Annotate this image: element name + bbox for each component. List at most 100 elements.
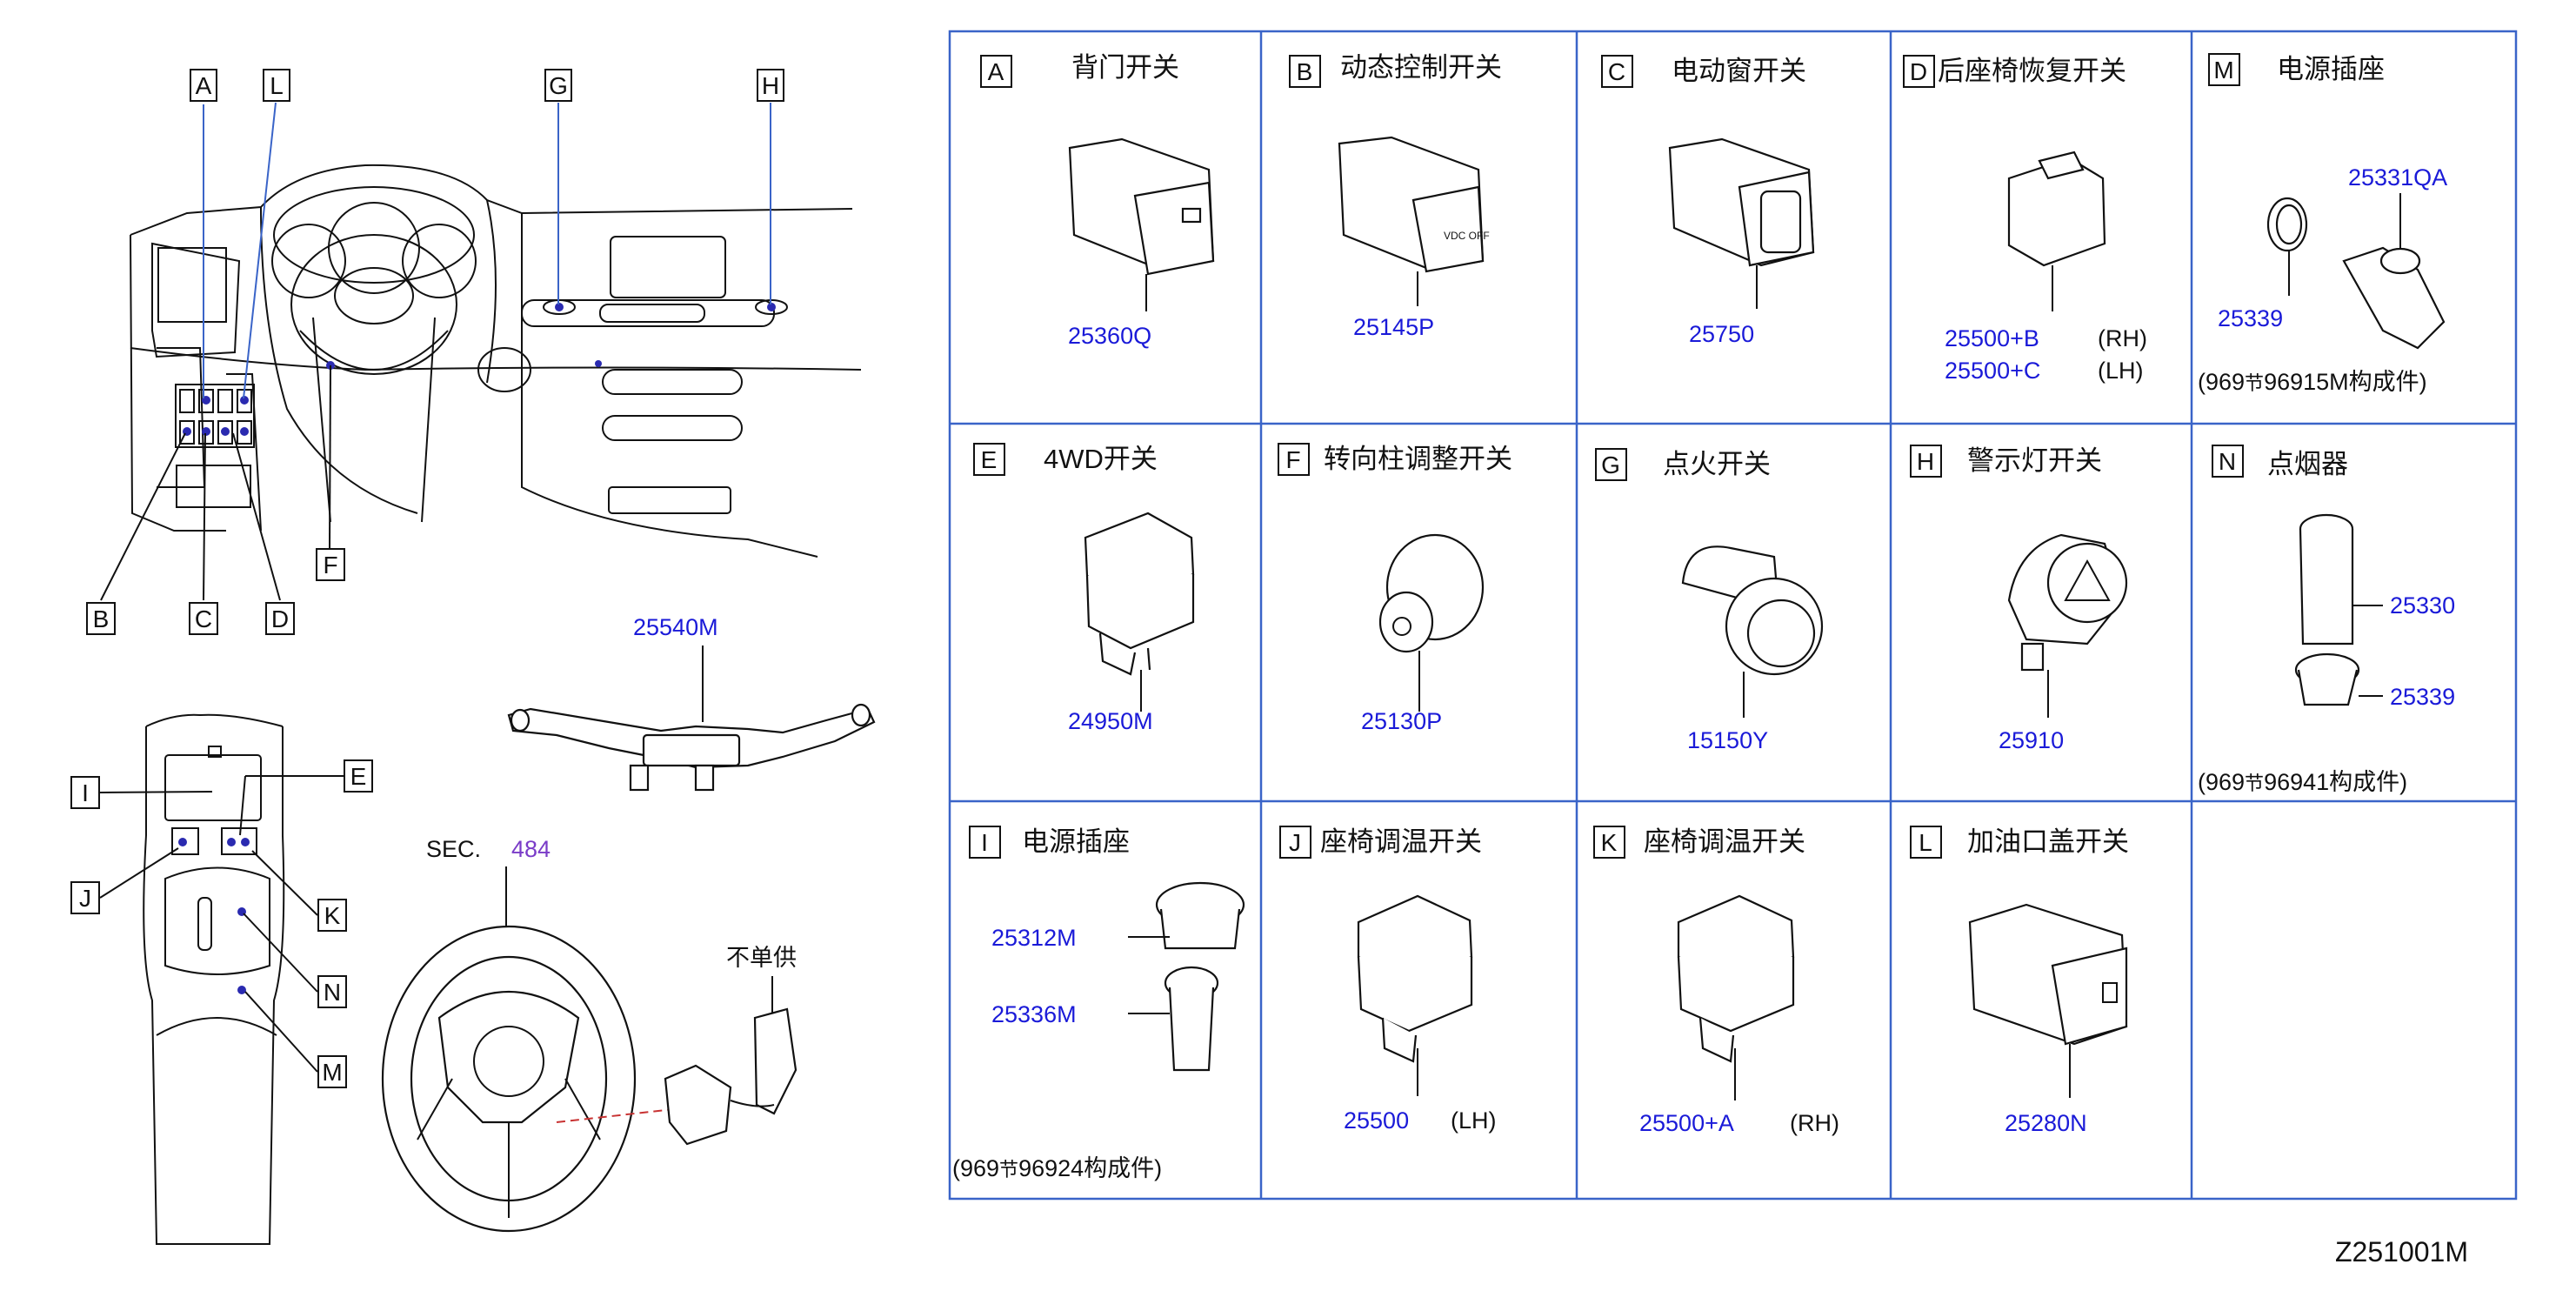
- side-LH: (LH): [2098, 358, 2144, 384]
- diagram-code: Z251001M: [2335, 1236, 2468, 1268]
- cell-letter-C: C: [1608, 58, 1625, 85]
- callout-B: B: [93, 605, 110, 632]
- callout-M: M: [322, 1059, 342, 1086]
- callout-H: H: [762, 72, 779, 99]
- cell-title-J: 座椅调温开关: [1320, 826, 1482, 857]
- cell-J: J 座椅调温开关 25500 (LH): [1279, 826, 1497, 1134]
- cell-letter-E: E: [981, 446, 998, 473]
- power-outlet-i-drawing: [1155, 881, 1245, 1072]
- sec-number: 484: [511, 836, 551, 862]
- steering-column-adjust-switch-drawing: [1378, 533, 1485, 653]
- cell-note-N: (969节96941构成件): [2198, 769, 2407, 795]
- part-number-25500-C: 25500+C: [1945, 358, 2040, 384]
- side-LH-J: (LH): [1451, 1107, 1497, 1134]
- callout-G: G: [549, 72, 568, 99]
- cell-title-M: 电源插座: [2277, 54, 2385, 84]
- part-number-25312M: 25312M: [991, 925, 1077, 951]
- part-number-25280N: 25280N: [2005, 1110, 2087, 1136]
- cell-title-D: 后座椅恢复开关: [1938, 56, 2126, 86]
- overview-callout-boxes: A L G H B C D F: [86, 69, 784, 635]
- part-number-25910: 25910: [1999, 727, 2064, 753]
- part-number-25339-M: 25339: [2218, 305, 2283, 331]
- callout-K: K: [324, 902, 341, 929]
- cell-title-F: 转向柱调整开关: [1324, 444, 1512, 474]
- cell-note-I: (969节96924构成件): [952, 1155, 1162, 1181]
- callout-A: A: [196, 72, 212, 99]
- hazard-switch-drawing: [2007, 533, 2128, 672]
- part-number-25336M: 25336M: [991, 1001, 1077, 1027]
- part-number-25330: 25330: [2390, 592, 2455, 619]
- cell-L: L 加油口盖开关 25280N: [1910, 826, 2129, 1136]
- cell-title-G: 点火开关: [1663, 449, 1771, 479]
- cell-D: D 后座椅恢复开关 25500+B (RH) 25500+C (LH): [1903, 55, 2147, 384]
- callout-I: I: [82, 779, 89, 806]
- cell-letter-N: N: [2219, 448, 2236, 475]
- callout-L: L: [270, 72, 284, 99]
- cell-letter-F: F: [1285, 446, 1300, 473]
- cell-title-A: 背门开关: [1071, 52, 1179, 83]
- side-RH: (RH): [2098, 325, 2147, 351]
- not-supplied-note: 不单供: [726, 945, 797, 971]
- sec-label: SEC.: [426, 836, 481, 862]
- dashboard-overview: [130, 164, 862, 558]
- part-number-15150Y: 15150Y: [1687, 727, 1768, 753]
- cell-M: M 电源插座 25331QA 25339 (969节96915M构成件): [2198, 53, 2447, 395]
- cigarette-lighter-drawing: [2294, 513, 2360, 706]
- parts-grid: [948, 30, 2518, 1201]
- back-door-switch-drawing: [1068, 137, 1215, 276]
- dynamic-control-switch-drawing: VDC OFF: [1338, 136, 1490, 273]
- cell-F: F 转向柱调整开关 25130P: [1278, 443, 1512, 734]
- ignition-switch-drawing: [1681, 545, 1824, 676]
- cell-letter-D: D: [1910, 58, 1927, 85]
- callout-F: F: [323, 552, 337, 579]
- cell-title-I: 电源插座: [1022, 826, 1130, 857]
- cell-H: H 警示灯开关 25910: [1910, 445, 2128, 753]
- part-number-25750: 25750: [1689, 321, 1754, 347]
- combination-switch: 25540M: [507, 614, 876, 792]
- part-number-25331QA: 25331QA: [2348, 164, 2447, 191]
- cell-title-E: 4WD开关: [1044, 444, 1158, 474]
- part-number-25500-B: 25500+B: [1945, 325, 2039, 351]
- cell-title-C: 电动窗开关: [1672, 56, 1806, 86]
- console-callout-boxes: I E J K N M: [70, 759, 373, 1088]
- overview-leader-lines: [100, 102, 771, 601]
- callout-D: D: [271, 605, 289, 632]
- fuel-lid-switch-drawing: [1968, 903, 2128, 1046]
- seat-heater-switch-j-drawing: [1357, 894, 1473, 1063]
- cell-letter-J: J: [1289, 829, 1301, 856]
- rear-seat-return-switch-drawing: [2007, 151, 2106, 267]
- cell-letter-M: M: [2213, 57, 2233, 84]
- cell-B: B 动态控制开关 VDC OFF 25145P: [1289, 52, 1502, 340]
- part-number-25500-A: 25500+A: [1639, 1110, 1734, 1136]
- part-number-25360Q: 25360Q: [1068, 323, 1151, 349]
- 4wd-switch-drawing: [1084, 512, 1195, 676]
- part-number-25500-J: 25500: [1344, 1107, 1409, 1134]
- console-leader-lines: [99, 775, 344, 1073]
- cell-K: K 座椅调温开关 25500+A (RH): [1593, 826, 1839, 1136]
- cell-letter-B: B: [1297, 58, 1313, 85]
- part-number-25339-N: 25339: [2390, 684, 2455, 710]
- side-RH-K: (RH): [1790, 1110, 1839, 1136]
- callout-N: N: [324, 979, 341, 1006]
- part-number-25540M: 25540M: [633, 614, 718, 640]
- steering-wheel-section: SEC. 484 不单供: [381, 836, 797, 1233]
- cell-N: N 点烟器 25330 25339 (969节96941构成件): [2198, 445, 2455, 795]
- callout-J: J: [79, 885, 91, 912]
- cell-title-B: 动态控制开关: [1340, 52, 1502, 83]
- part-number-24950M: 24950M: [1068, 708, 1153, 734]
- part-number-25145P: 25145P: [1353, 314, 1434, 340]
- cell-note-M: (969节96915M构成件): [2198, 369, 2427, 395]
- cell-letter-K: K: [1601, 829, 1618, 856]
- cell-letter-H: H: [1917, 448, 1934, 475]
- cell-letter-L: L: [1919, 829, 1932, 856]
- seat-heater-switch-k-drawing: [1677, 894, 1795, 1063]
- cell-A: A 背门开关 25360Q: [980, 52, 1215, 349]
- cell-title-N: 点烟器: [2267, 449, 2348, 479]
- callout-E: E: [350, 763, 367, 790]
- cell-E: E 4WD开关 24950M: [973, 443, 1195, 734]
- center-console-overview: [143, 713, 285, 1245]
- svg-text:VDC OFF: VDC OFF: [1444, 230, 1490, 242]
- cell-letter-I: I: [981, 829, 988, 856]
- callout-C: C: [195, 605, 212, 632]
- cell-title-K: 座椅调温开关: [1644, 826, 1805, 857]
